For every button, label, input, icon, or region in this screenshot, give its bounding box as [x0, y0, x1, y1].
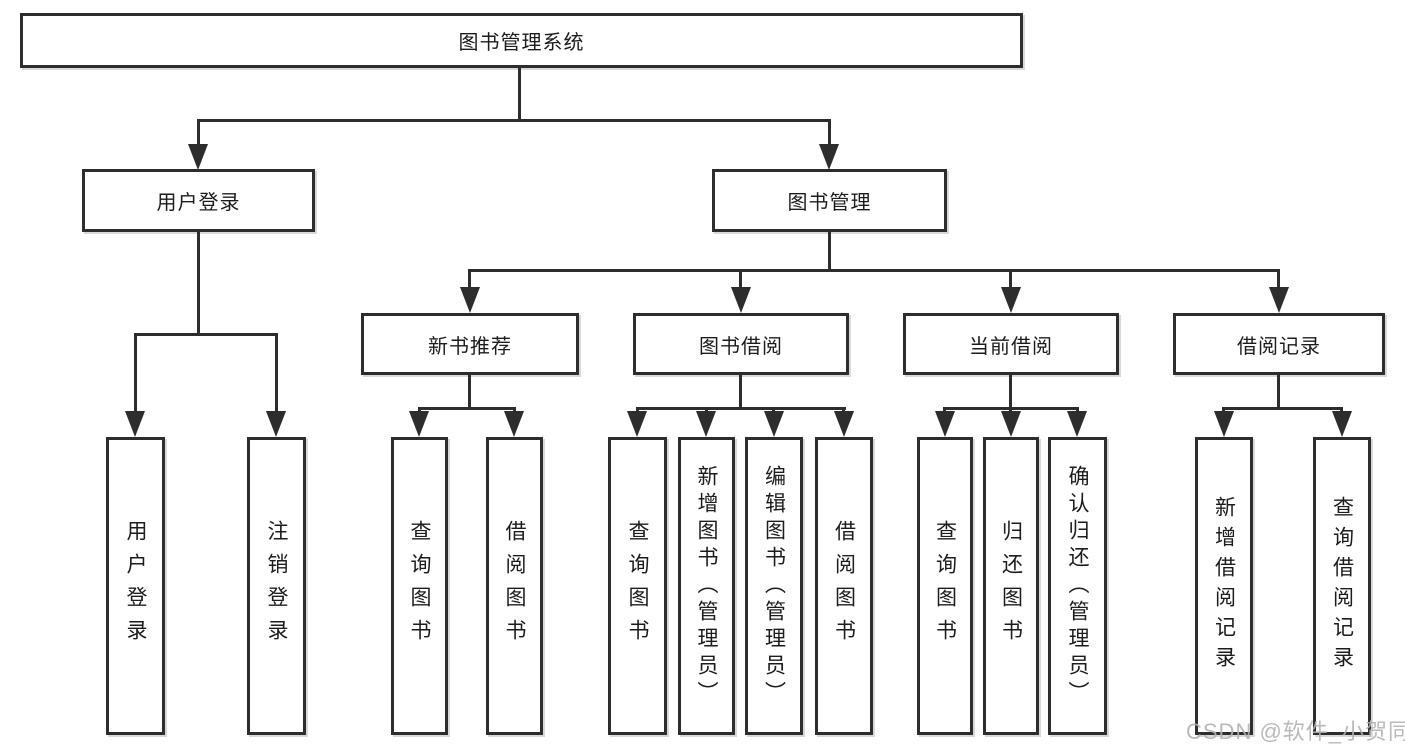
arrow-down-icon	[460, 287, 480, 313]
arrow-down-icon	[188, 144, 208, 170]
leaf-query-books-2: 查询图书	[608, 437, 667, 735]
node-current-borrow-label: 当前借阅	[969, 335, 1053, 358]
watermark: CSDN @软件_小贺同学	[1186, 719, 1405, 744]
leaf-logout-label: 注销登录	[265, 520, 288, 652]
arrow-down-icon	[266, 411, 286, 437]
connector-line	[739, 269, 742, 291]
arrow-down-icon	[1214, 411, 1234, 437]
leaf-confirm-return-admin-label: 确认归还（管理员）	[1066, 464, 1089, 708]
node-book-mgmt: 图书管理	[712, 169, 947, 232]
arrow-down-icon	[1001, 411, 1021, 437]
node-book-borrow: 图书借阅	[633, 313, 849, 375]
connector-line	[1277, 269, 1280, 291]
arrow-down-icon	[125, 411, 145, 437]
arrow-down-icon	[696, 411, 716, 437]
leaf-add-book-admin: 新增图书（管理员）	[678, 437, 735, 735]
connector-line	[636, 407, 846, 410]
leaf-query-books-3-label: 查询图书	[933, 520, 957, 652]
node-current-borrow: 当前借阅	[903, 313, 1119, 375]
connector-line	[518, 68, 521, 122]
arrow-down-icon	[935, 411, 955, 437]
connector-line	[1222, 407, 1343, 410]
node-borrow-records-label: 借阅记录	[1237, 335, 1321, 358]
connector-line	[1277, 375, 1280, 410]
leaf-user-login: 用户登录	[106, 437, 165, 735]
leaf-borrow-books-1: 借阅图书	[486, 437, 543, 735]
leaf-confirm-return-admin: 确认归还（管理员）	[1048, 437, 1107, 735]
arrow-down-icon	[627, 411, 647, 437]
arrow-down-icon	[1332, 411, 1352, 437]
arrow-down-icon	[504, 411, 524, 437]
node-new-book-rec-label: 新书推荐	[428, 335, 512, 358]
node-borrow-records: 借阅记录	[1173, 313, 1385, 375]
leaf-add-borrow-record-label: 新增借阅记录	[1212, 496, 1236, 676]
leaf-add-borrow-record: 新增借阅记录	[1195, 437, 1253, 735]
node-book-mgmt-label: 图书管理	[787, 192, 872, 214]
node-root-label: 图书管理系统	[458, 32, 585, 54]
connector-line	[739, 375, 742, 410]
connector-line	[197, 119, 200, 147]
node-new-book-rec: 新书推荐	[361, 313, 579, 375]
leaf-logout: 注销登录	[247, 437, 306, 735]
leaf-user-login-label: 用户登录	[124, 520, 147, 652]
arrow-down-icon	[764, 411, 784, 437]
connector-line	[828, 119, 831, 147]
arrow-down-icon	[819, 144, 839, 170]
leaf-query-borrow-record-label: 查询借阅记录	[1330, 496, 1354, 676]
connector-line	[1009, 375, 1012, 410]
connector-line	[828, 232, 831, 272]
connector-line	[134, 333, 137, 413]
connector-line	[468, 375, 471, 410]
arrow-down-icon	[731, 287, 751, 313]
leaf-query-books-3: 查询图书	[917, 437, 973, 735]
connector-line	[468, 269, 1280, 272]
leaf-return-books-label: 归还图书	[999, 520, 1023, 652]
connector-line	[275, 333, 278, 413]
arrow-down-icon	[1067, 411, 1087, 437]
node-root: 图书管理系统	[20, 13, 1023, 68]
leaf-borrow-books-2-label: 借阅图书	[832, 520, 856, 652]
leaf-add-book-admin-label: 新增图书（管理员）	[695, 464, 718, 708]
arrow-down-icon	[834, 411, 854, 437]
leaf-edit-book-admin: 编辑图书（管理员）	[745, 437, 803, 735]
connector-line	[1009, 269, 1012, 291]
connector-line	[468, 269, 471, 291]
leaf-edit-book-admin-label: 编辑图书（管理员）	[762, 464, 786, 708]
node-user-login-label: 用户登录	[156, 192, 241, 214]
arrow-down-icon	[409, 411, 429, 437]
connector-line	[418, 407, 516, 410]
arrow-down-icon	[1269, 287, 1289, 313]
leaf-return-books: 归还图书	[983, 437, 1039, 735]
leaf-borrow-books-1-label: 借阅图书	[503, 520, 526, 652]
leaf-query-books-1-label: 查询图书	[408, 520, 431, 652]
connector-line	[134, 333, 278, 336]
connector-line	[197, 232, 200, 336]
leaf-borrow-books-2: 借阅图书	[815, 437, 873, 735]
node-user-login: 用户登录	[82, 169, 315, 232]
node-book-borrow-label: 图书借阅	[699, 335, 783, 358]
leaf-query-books-1: 查询图书	[391, 437, 448, 735]
leaf-query-borrow-record: 查询借阅记录	[1313, 437, 1371, 735]
connector-line	[197, 119, 831, 122]
arrow-down-icon	[1001, 287, 1021, 313]
leaf-query-books-2-label: 查询图书	[626, 520, 649, 652]
